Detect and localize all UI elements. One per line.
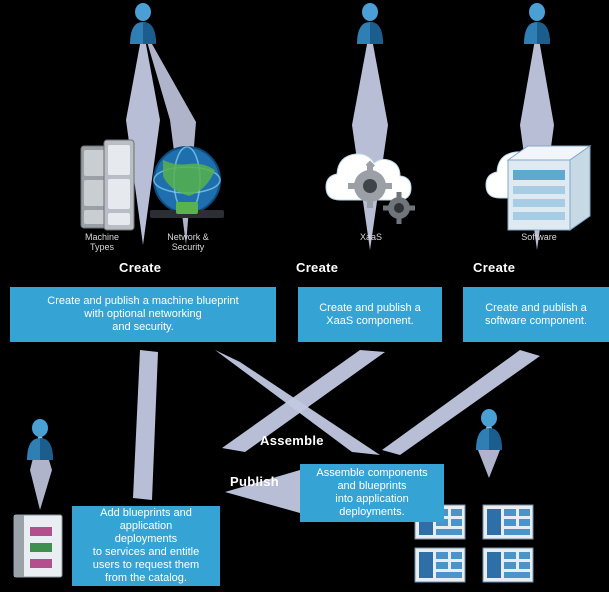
cloud-gear-icon	[325, 153, 415, 224]
person-icon-application-architect	[476, 409, 502, 450]
arrow-person1-to-machine	[126, 28, 160, 245]
box-software-component[interactable]: Create and publish a software component.	[463, 287, 609, 342]
arrow-machine-to-publish	[133, 350, 158, 500]
arrow-assemble-to-publish	[225, 470, 300, 513]
verb-create-machine: Create	[119, 260, 162, 275]
box-xaas-component[interactable]: Create and publish a XaaS component.	[298, 287, 442, 342]
caption-network-security: Network & Security	[167, 232, 209, 252]
arrow-xaas-to-publish	[222, 350, 385, 452]
caption-software: Software	[521, 232, 557, 242]
person-icon-architect-1	[130, 3, 156, 44]
arrow-person3-to-software	[520, 28, 554, 250]
box-machine-blueprint[interactable]: Create and publish a machine blueprint w…	[10, 287, 276, 342]
arrow-software-to-assemble	[382, 350, 540, 455]
verb-assemble: Assemble	[260, 433, 324, 448]
arrow-person2-to-xaas	[352, 28, 388, 250]
box-assemble-components[interactable]: Assemble components and blueprints into …	[300, 464, 444, 522]
person-icon-architect-3	[524, 3, 550, 44]
server-stack-icon	[80, 139, 135, 231]
cloud-box-icon	[485, 145, 592, 231]
box-publish-catalog[interactable]: Add blueprints and application deploymen…	[72, 506, 220, 586]
person-icon-architect-2	[357, 3, 383, 44]
caption-machine-types: Machine Types	[84, 232, 120, 252]
globe-network-icon	[150, 146, 224, 218]
catalog-book-icon	[13, 514, 63, 578]
person-icon-service-catalog-admin	[27, 419, 53, 460]
verb-create-software: Create	[473, 260, 516, 275]
verb-create-xaas: Create	[296, 260, 339, 275]
caption-xaas: XaaS	[359, 232, 383, 242]
verb-publish: Publish	[230, 474, 280, 489]
